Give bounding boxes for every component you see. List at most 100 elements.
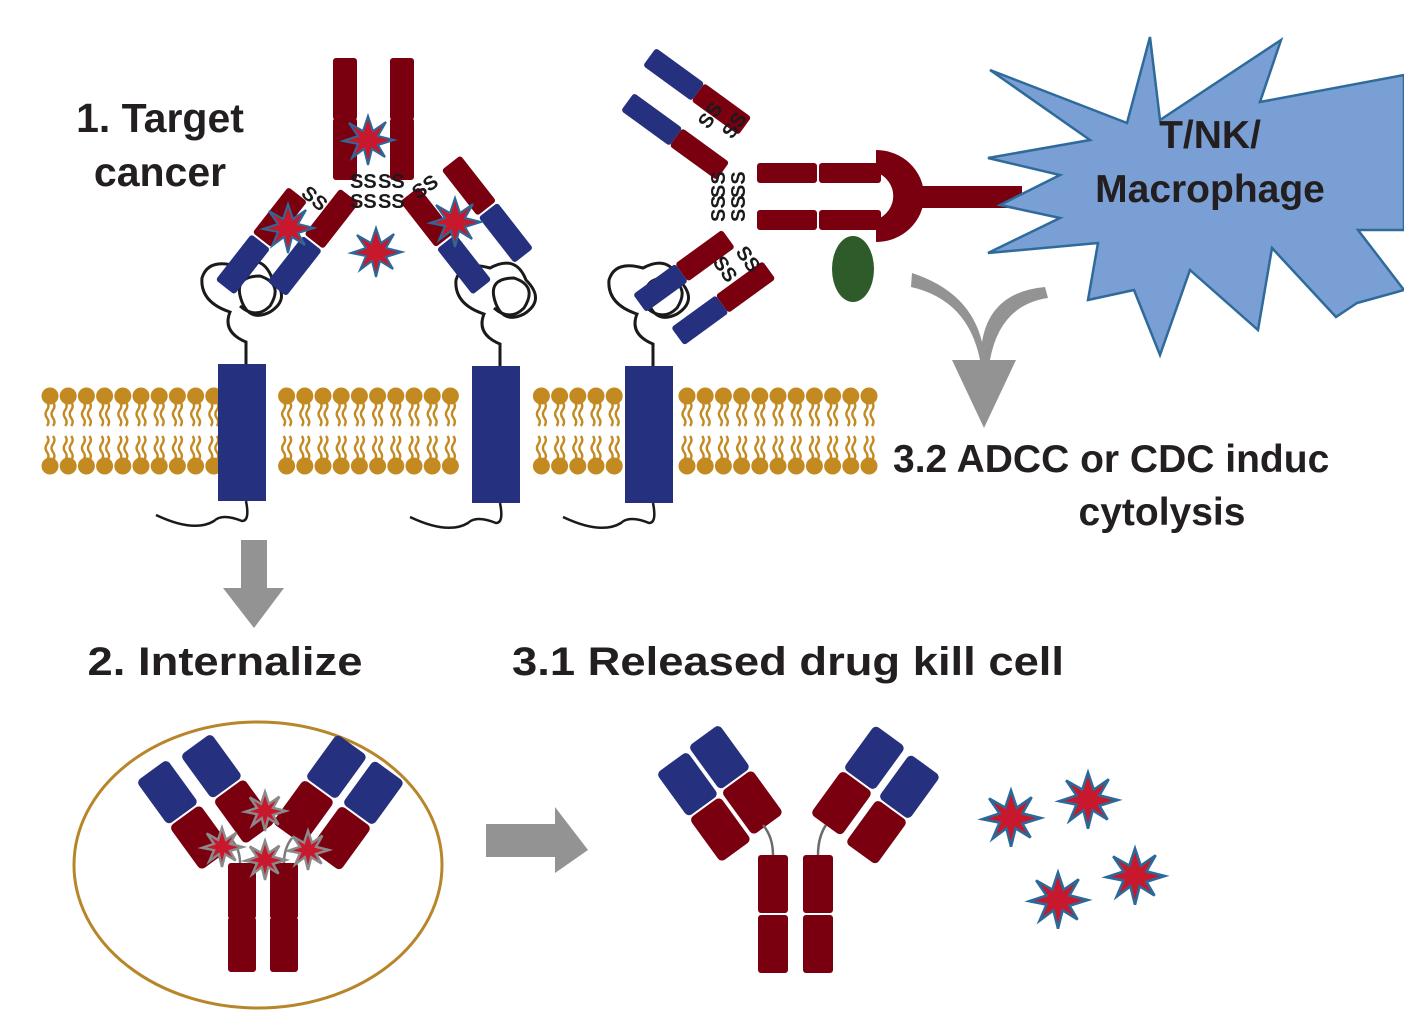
phospholipid <box>805 386 824 428</box>
phospholipid <box>131 434 151 476</box>
heavy-chain-fc-segment <box>757 163 817 183</box>
phospholipid <box>168 434 187 476</box>
phospholipid <box>586 386 606 428</box>
heavy-chain-fc-segment <box>270 917 298 972</box>
phospholipid <box>313 386 333 428</box>
heavy-chain-fc-segment <box>803 915 833 973</box>
fc-receptor <box>876 150 924 242</box>
phospholipid <box>441 386 460 428</box>
complement-protein <box>832 236 874 302</box>
phospholipid <box>368 386 387 428</box>
receptor-transmembrane-domain <box>218 364 266 501</box>
light-chain-segment <box>216 235 270 294</box>
phospholipid <box>113 386 133 428</box>
heavy-chain-fc-segment <box>228 863 256 919</box>
phospholipid <box>368 434 387 476</box>
hinge-linker <box>762 824 828 856</box>
disulfide-bond-label: SS <box>728 171 750 198</box>
phospholipid <box>186 434 205 476</box>
phospholipid <box>550 434 569 476</box>
phospholipid <box>58 434 78 476</box>
disulfide-bond-label: SS <box>708 195 730 222</box>
phospholipid <box>168 386 187 428</box>
heavy-chain-variable-segment <box>622 94 682 145</box>
heavy-chain-fc-segment <box>819 163 881 183</box>
disulfide-bond-label: SS <box>708 171 730 198</box>
phospholipid <box>550 386 569 428</box>
phospholipid <box>787 386 806 428</box>
heavy-chain-fc-segment <box>390 118 414 180</box>
step1-label-line2: cancer <box>94 149 226 195</box>
heavy-chain-ch1-segment <box>274 781 333 844</box>
heavy-chain-fc-segment <box>819 210 881 230</box>
drug-payload-icon <box>286 829 330 872</box>
phospholipid <box>768 386 788 428</box>
heavy-chain-fc-segment <box>758 855 788 913</box>
receptor-intracellular-tail <box>409 502 503 530</box>
phospholipid <box>532 386 551 428</box>
free-drug-payload-icon <box>1104 847 1167 907</box>
antibody-fc-receptor-engagement: SS SS SS SS SS SS SS SS <box>622 49 1022 345</box>
phospholipid <box>859 434 879 476</box>
step31-label: 3.1 Released drug kill cell <box>512 640 1064 684</box>
phospholipid <box>805 434 824 476</box>
phospholipid <box>859 386 879 428</box>
effector-cell: T/NK/ Macrophage <box>987 36 1404 359</box>
effector-cell-starburst <box>987 36 1404 359</box>
heavy-chain-fc-segment <box>333 118 357 180</box>
phospholipid <box>40 386 60 428</box>
free-drug-payload-icon <box>980 789 1043 849</box>
phospholipid <box>714 386 733 428</box>
phospholipid <box>113 434 133 476</box>
heavy-chain-variable-segment <box>437 235 491 294</box>
right-arrow-icon <box>486 807 588 873</box>
phospholipid <box>823 434 842 476</box>
heavy-chain-variable-segment <box>690 726 749 789</box>
disulfide-bond-label: SS <box>728 195 750 222</box>
effector-cell-label-line1: T/NK/ <box>1159 114 1261 157</box>
heavy-chain-fc-segment <box>803 855 833 913</box>
phospholipid <box>732 434 751 476</box>
phospholipid <box>95 386 114 428</box>
heavy-chain-fc-segment <box>757 210 817 230</box>
phospholipid <box>714 434 733 476</box>
heavy-chain-ch1-segment <box>401 188 454 247</box>
heavy-chain-ch1-segment <box>812 772 871 835</box>
heavy-chain-ch1-segment <box>676 230 734 281</box>
phospholipid <box>149 386 169 428</box>
light-chain-constant-segment <box>847 801 906 864</box>
phospholipid <box>95 434 114 476</box>
light-chain-constant-segment <box>442 156 496 215</box>
light-chain-segment <box>644 49 704 100</box>
phospholipid <box>605 434 624 476</box>
phospholipid <box>568 386 587 428</box>
cell-membrane <box>40 386 879 476</box>
antibody-drug-conjugate-bound: SS SS SS SS SS SS <box>216 58 532 296</box>
phospholipid <box>40 434 60 476</box>
receptor-2 <box>409 261 537 530</box>
heavy-chain-variable-segment <box>268 236 321 296</box>
phospholipid <box>186 386 205 428</box>
phospholipid <box>332 386 351 428</box>
phospholipid <box>77 386 96 428</box>
phospholipid <box>441 434 460 476</box>
disulfide-bond-label: SS <box>378 171 405 193</box>
step1-label-line1: 1. Target <box>76 95 244 141</box>
heavy-chain-fc-segment <box>270 863 298 919</box>
phospholipid <box>277 434 296 476</box>
disulfide-bond-label: SS <box>378 191 405 213</box>
phospholipid <box>677 434 697 476</box>
phospholipid <box>386 434 405 476</box>
heavy-chain-ch1-segment <box>305 189 358 248</box>
heavy-chain-variable-segment <box>634 264 687 311</box>
heavy-chain-fc-segment <box>228 917 256 972</box>
free-drug-payload-icon <box>1027 871 1090 931</box>
phospholipid <box>386 386 405 428</box>
phospholipid <box>77 434 96 476</box>
light-chain-segment <box>138 761 197 824</box>
light-chain-segment <box>672 296 728 345</box>
phospholipid <box>295 434 314 476</box>
phospholipid <box>404 434 424 476</box>
phospholipid <box>750 386 769 428</box>
receptor-transmembrane-domain <box>625 366 673 503</box>
